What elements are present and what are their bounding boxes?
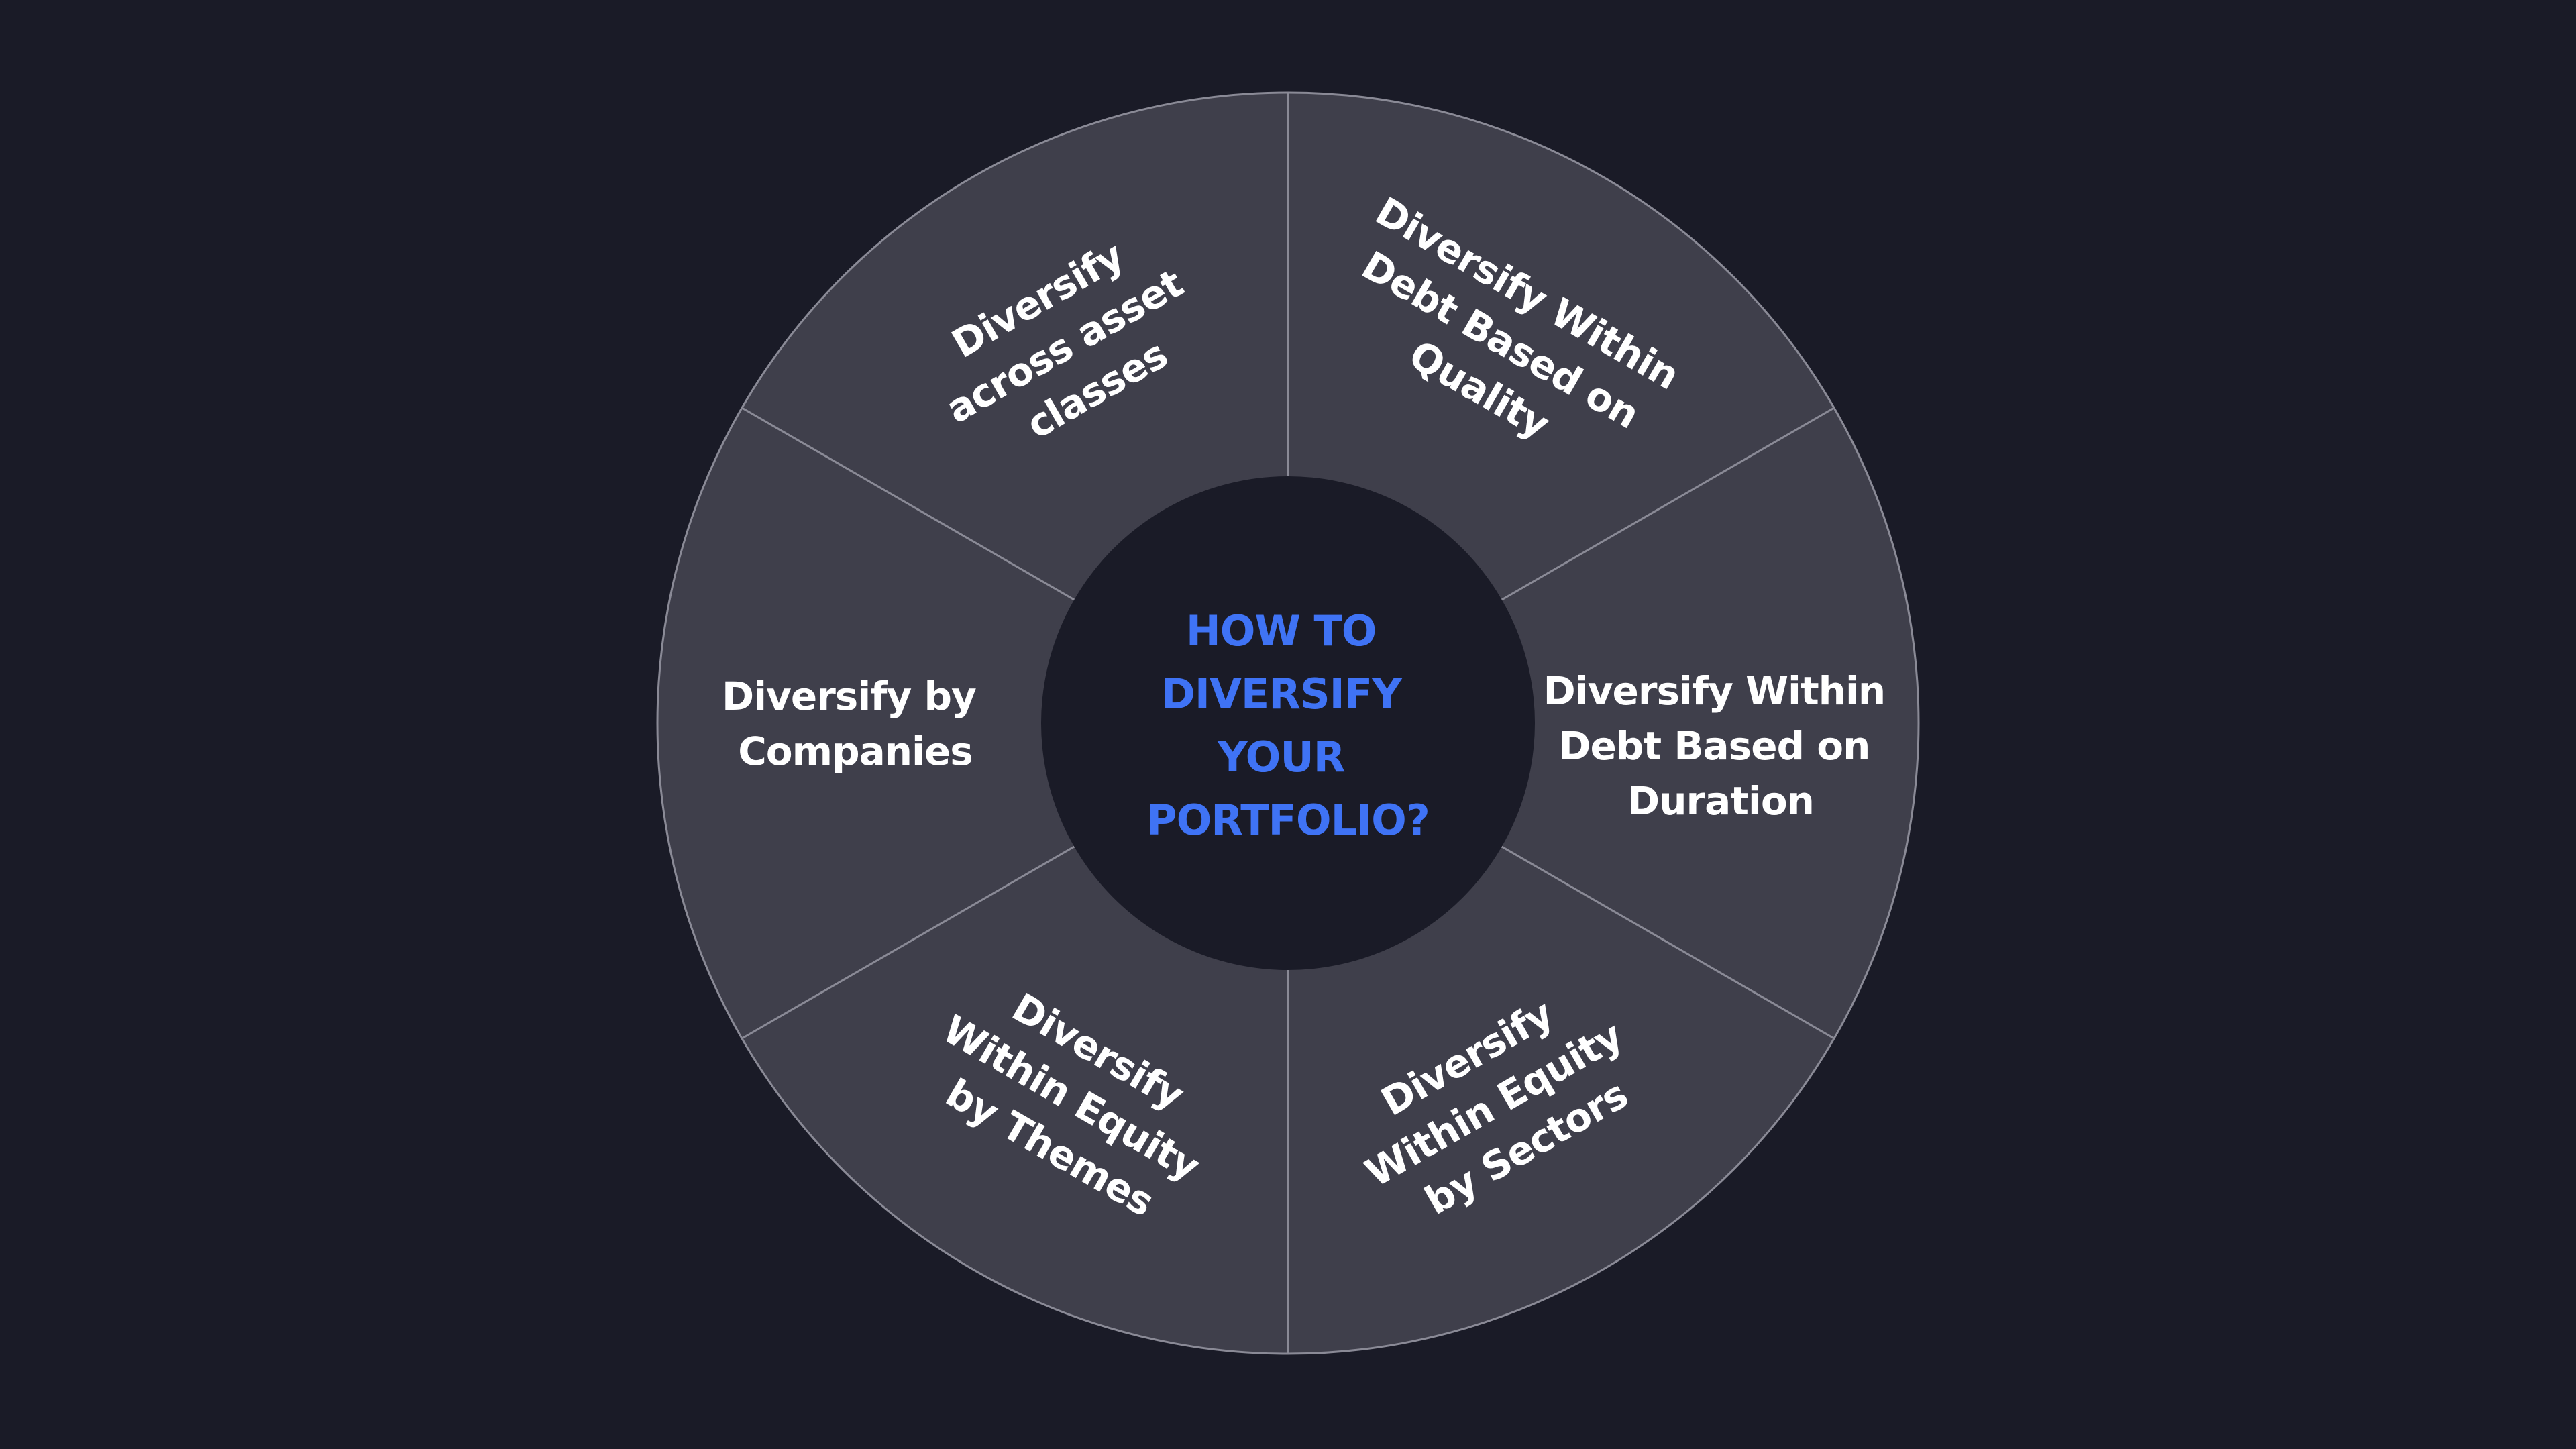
segment-label-line: Diversify Within [1544, 668, 1885, 714]
svg-text:HOW TO DIVERSIFY: HOW TO DIVERSIFY YOUR PORTFOLIO? [1146, 606, 1430, 845]
segment-label-line: Diversify by [722, 674, 976, 719]
center-title-line: DIVERSIFY [1161, 669, 1403, 718]
segment-companies: Diversify by Companies [722, 674, 989, 774]
segment-label-line: Companies [738, 729, 973, 774]
center-hub [1041, 476, 1535, 970]
segment-debt-duration: Diversify Within Debt Based on Duration [1544, 668, 1898, 824]
svg-text:Diversify Within Debt: Diversify Within Debt Based on Duration [1544, 668, 1898, 824]
segment-label-line: Debt Based on [1558, 723, 1870, 769]
center-title-line: HOW TO [1186, 606, 1377, 655]
segment-label-line: Duration [1627, 778, 1814, 824]
center-title-line: YOUR [1217, 733, 1345, 782]
center-title: HOW TO DIVERSIFY YOUR PORTFOLIO? [1146, 606, 1430, 845]
svg-text:Diversify by Companies: Diversify by Companies [722, 674, 989, 774]
center-title-line: PORTFOLIO? [1146, 796, 1430, 845]
